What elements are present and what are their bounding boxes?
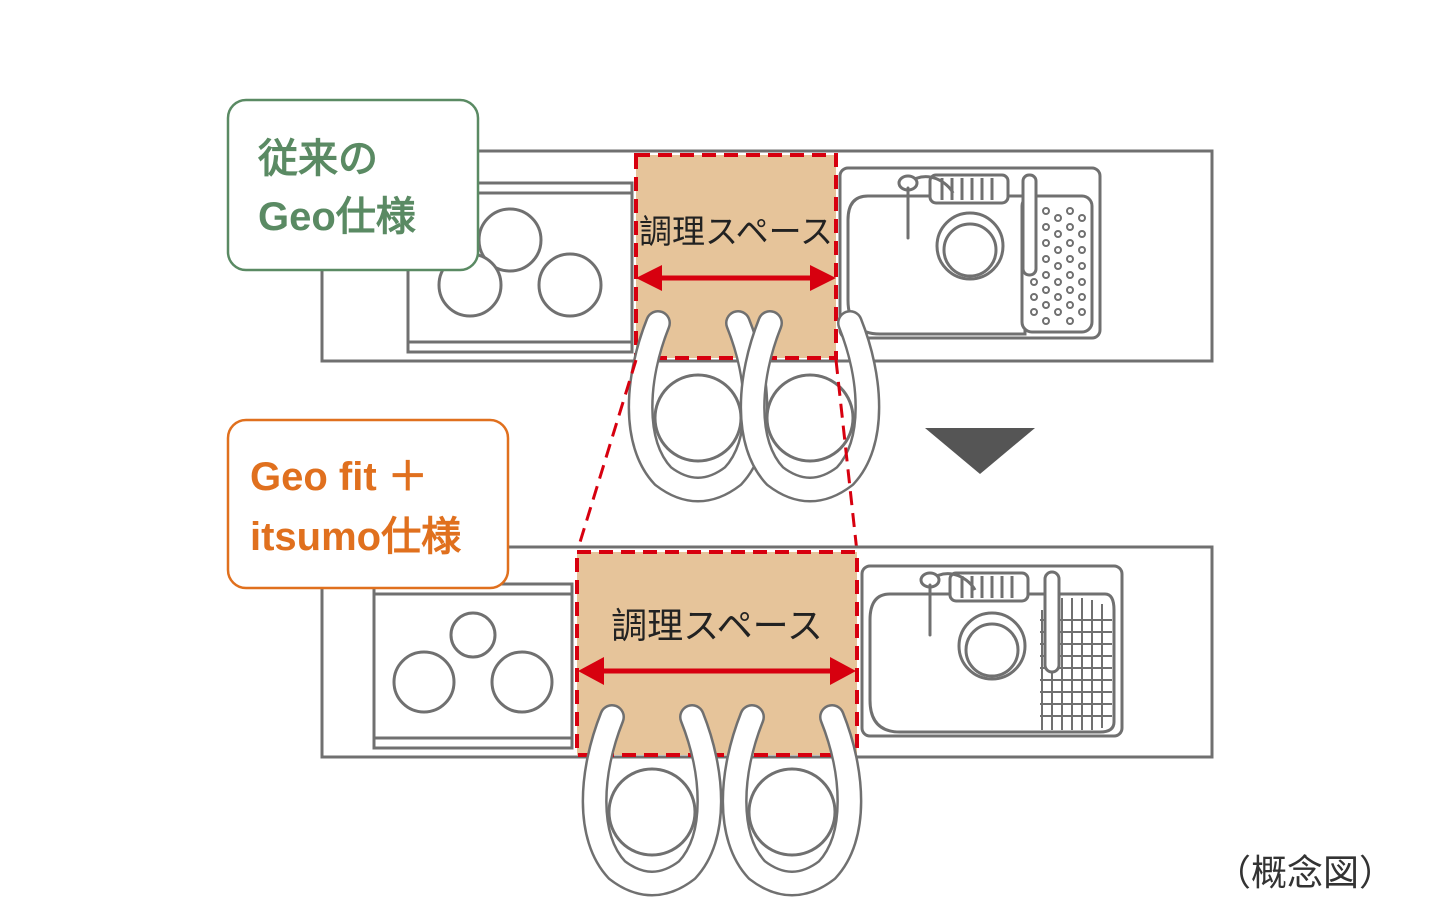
expansion-line-right <box>834 359 859 553</box>
concept-note: （概念図） <box>1215 853 1395 894</box>
burner <box>392 650 456 714</box>
cooking-space-label: 調理スペース <box>639 212 833 251</box>
expansion-line-left <box>575 359 638 553</box>
cooking-space-after: 調理スペース <box>575 550 859 757</box>
label-after-line1: Geo fit ＋ <box>250 455 428 499</box>
arrow-left-icon <box>636 265 662 291</box>
down-triangle-icon <box>925 428 1035 474</box>
burner <box>537 252 603 318</box>
label-before-line1: 従来の <box>257 137 378 181</box>
burner <box>449 611 497 659</box>
sink-before <box>838 166 1102 340</box>
arrow-right-icon <box>830 657 856 685</box>
arrow-right-icon <box>810 265 836 291</box>
label-after-line2: itsumo仕様 <box>250 515 462 559</box>
arrow-left-icon <box>578 657 604 685</box>
label-after-box: Geo fit ＋ itsumo仕様 <box>226 418 510 590</box>
label-before-line2: Geo仕様 <box>258 195 417 239</box>
ih-stove-after <box>372 582 574 750</box>
counter-before: 調理スペース <box>320 149 1214 363</box>
cooking-space-label: 調理スペース <box>611 606 823 647</box>
label-before-box: 従来の Geo仕様 <box>226 98 480 272</box>
sink-after <box>860 564 1124 738</box>
burner <box>490 650 554 714</box>
counter-after: 調理スペース <box>320 545 1214 759</box>
